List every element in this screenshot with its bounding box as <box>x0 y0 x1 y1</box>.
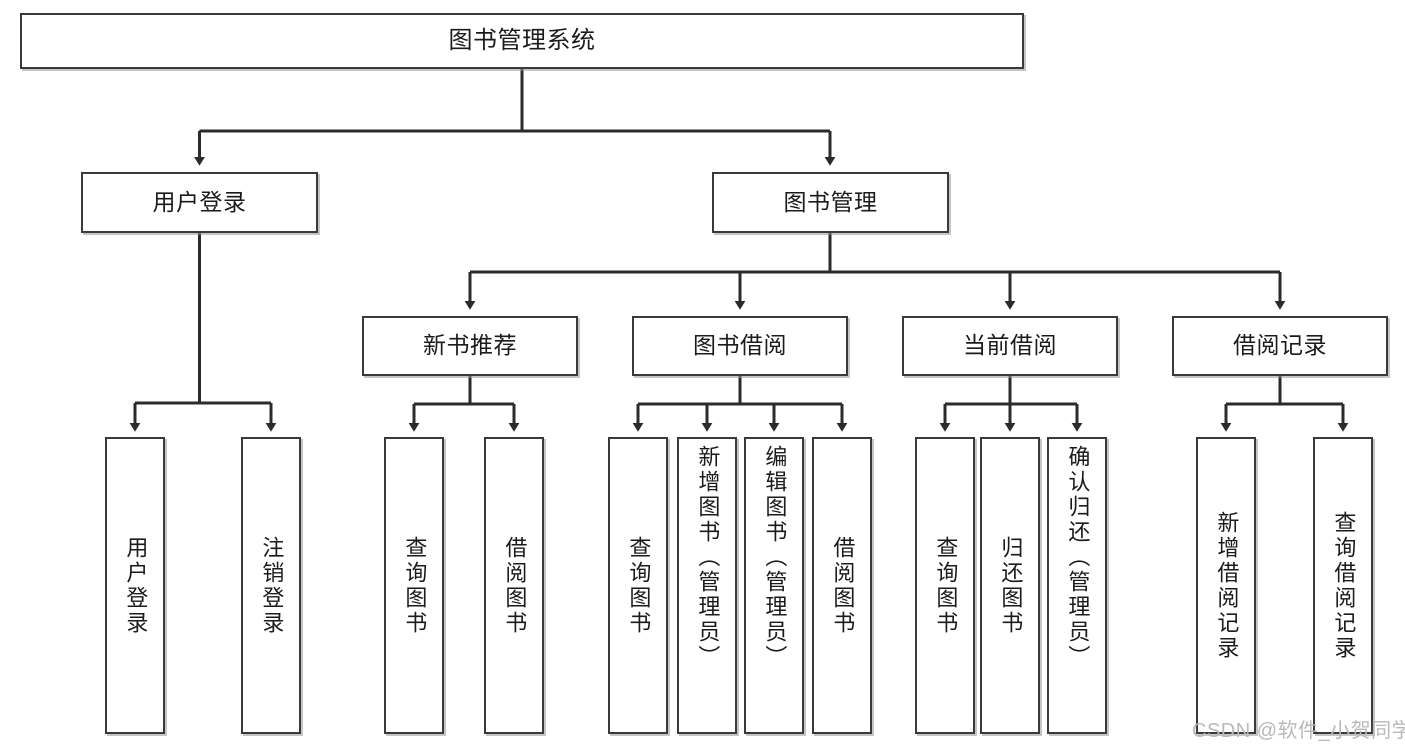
node-label: 归还图书 <box>998 535 1024 636</box>
node-label: 查询图书 <box>933 535 959 636</box>
leaf-query-borrow-record[interactable]: 查询借阅记录 <box>1313 437 1373 734</box>
node-label: 用户登录 <box>123 535 149 636</box>
node-label: 新书推荐 <box>423 332 517 359</box>
leaf-return-book[interactable]: 归还图书 <box>980 437 1040 734</box>
node-new-book-recommend[interactable]: 新书推荐 <box>362 316 578 376</box>
node-label: 借阅记录 <box>1233 332 1327 359</box>
leaf-user-login[interactable]: 用户登录 <box>105 437 165 734</box>
node-label: 借阅图书 <box>502 535 528 636</box>
leaf-borrow-book-2[interactable]: 借阅图书 <box>812 437 872 734</box>
leaf-query-book-3[interactable]: 查询图书 <box>915 437 975 734</box>
node-label: 用户登录 <box>152 188 247 215</box>
leaf-logout[interactable]: 注销登录 <box>241 437 301 734</box>
node-label: 查询图书 <box>626 535 652 636</box>
node-book-management[interactable]: 图书管理 <box>712 172 949 233</box>
node-label: 查询图书 <box>402 535 428 636</box>
node-label: 注销登录 <box>259 535 285 636</box>
leaf-add-book[interactable]: 新增图书（管理员） <box>677 437 737 734</box>
node-label: 新增借阅记录 <box>1214 510 1240 661</box>
node-label: 借阅图书 <box>830 535 856 636</box>
node-book-borrow[interactable]: 图书借阅 <box>632 316 848 376</box>
leaf-borrow-book-1[interactable]: 借阅图书 <box>484 437 544 734</box>
leaf-query-book-1[interactable]: 查询图书 <box>384 437 444 734</box>
node-label: 图书管理系统 <box>448 26 596 54</box>
node-current-borrow[interactable]: 当前借阅 <box>902 316 1118 376</box>
node-root[interactable]: 图书管理系统 <box>20 13 1024 69</box>
node-label: 确认归还（管理员） <box>1065 445 1091 670</box>
leaf-confirm-return[interactable]: 确认归还（管理员） <box>1047 437 1107 734</box>
node-label: 查询借阅记录 <box>1331 510 1357 661</box>
leaf-add-borrow-record[interactable]: 新增借阅记录 <box>1196 437 1256 734</box>
node-label: 当前借阅 <box>963 332 1057 359</box>
node-label: 图书管理 <box>783 188 878 215</box>
node-label: 编辑图书（管理员） <box>762 445 788 670</box>
watermark: CSDN @软件_小贺同学 <box>1192 720 1405 742</box>
node-borrow-record[interactable]: 借阅记录 <box>1172 316 1388 376</box>
leaf-edit-book[interactable]: 编辑图书（管理员） <box>744 437 804 734</box>
leaf-query-book-2[interactable]: 查询图书 <box>608 437 668 734</box>
node-label: 图书借阅 <box>693 332 787 359</box>
node-label: 新增图书（管理员） <box>695 445 721 670</box>
node-user-login[interactable]: 用户登录 <box>81 172 318 233</box>
